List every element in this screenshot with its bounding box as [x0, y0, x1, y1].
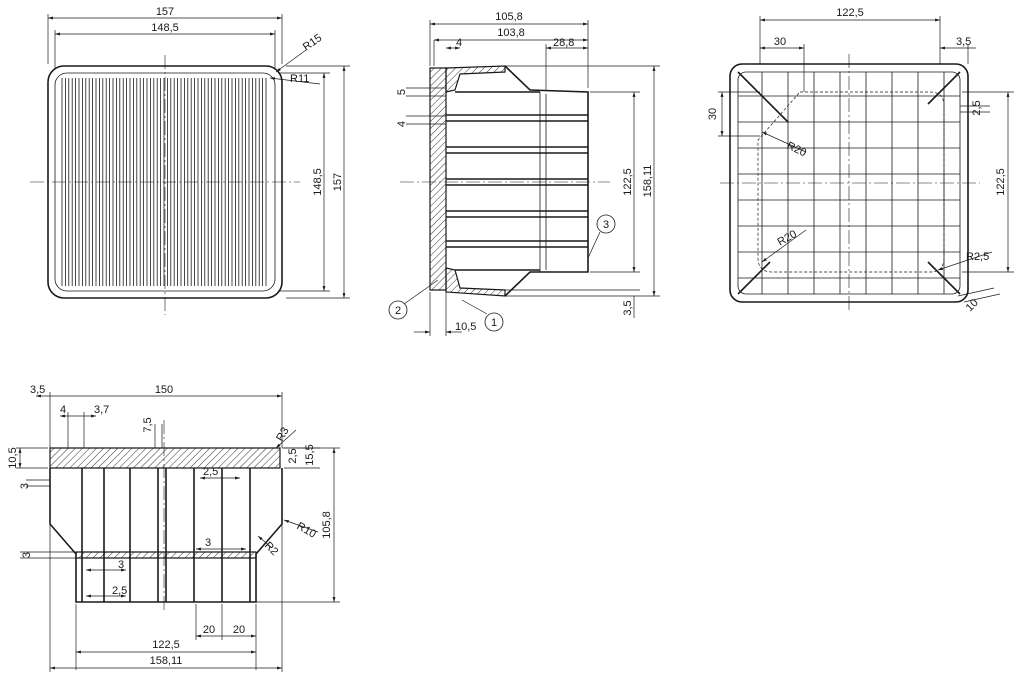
svg-text:1: 1 — [491, 317, 497, 329]
dim-r3: R3 — [274, 425, 291, 443]
dim-3-side-c: 3 — [21, 552, 33, 558]
dim-122-5-side: 122,5 — [152, 639, 180, 651]
dim-122-5-bottom-h: 122,5 — [995, 168, 1007, 196]
dim-2-5-side-b: 2,5 — [203, 466, 218, 478]
dim-10-bottom: 10 — [964, 297, 981, 314]
dim-r11: R11 — [290, 73, 309, 85]
dim-3-5-side: 3,5 — [30, 384, 45, 396]
dim-7-5: 7,5 — [142, 417, 154, 432]
dim-148-5-h: 148,5 — [312, 168, 324, 196]
dim-5-left: 5 — [396, 89, 408, 95]
dim-105-8-side: 105,8 — [321, 511, 333, 539]
section-top-rim — [445, 65, 506, 93]
dim-20-b: 20 — [233, 624, 245, 636]
section-bottom-rim — [445, 267, 506, 297]
dim-158-11: 158,11 — [642, 165, 654, 198]
svg-text:3: 3 — [603, 219, 609, 231]
dim-157-w: 157 — [156, 6, 174, 18]
dim-r10: R10 — [295, 520, 318, 540]
side-view: 150 3,5 4 3,7 7,5 R3 2,5 15,5 10,5 3 2,5… — [7, 384, 340, 672]
dim-r2: R2 — [262, 540, 280, 558]
callout-1 — [484, 312, 504, 332]
dim-10-5-side: 10,5 — [7, 447, 19, 468]
dim-r20-bottom: R20 — [776, 228, 799, 248]
dim-15-5: 15,5 — [304, 444, 316, 465]
dim-158-11-side: 158,11 — [150, 655, 183, 667]
dim-4-left: 4 — [396, 121, 408, 127]
section-body-outline — [504, 65, 589, 297]
dim-2-5-side-a: 2,5 — [287, 448, 299, 463]
dim-103-8: 103,8 — [497, 27, 525, 39]
dim-150: 150 — [155, 384, 173, 396]
dim-30-v: 30 — [707, 108, 719, 120]
bottom-view: 122,5 30 3,5 30 2,5 122,5 R20 R20 R2,5 1… — [707, 7, 1014, 314]
dim-157-h: 157 — [332, 173, 344, 191]
dim-3-5-bottom: 3,5 — [956, 36, 971, 48]
dim-r15: R15 — [301, 32, 324, 53]
section-ribs — [446, 114, 588, 248]
section-view: 105,8 103,8 4 28,8 5 4 122,5 158,11 3,5 … — [388, 11, 660, 336]
dim-3-5-section: 3,5 — [622, 300, 634, 315]
dim-122-5-section: 122,5 — [622, 168, 634, 196]
dim-3-side-b: 3 — [205, 537, 211, 549]
dim-2-5-side-c: 2,5 — [112, 585, 127, 597]
dim-2-5-bottom: 2,5 — [971, 100, 983, 115]
callout-2 — [388, 300, 408, 320]
callout-3 — [596, 214, 616, 234]
dim-122-5-bottom-w: 122,5 — [836, 7, 864, 19]
dim-r2-5: R2,5 — [966, 251, 989, 263]
dim-10-5-section: 10,5 — [455, 321, 476, 333]
top-view: 157 148,5 R15 R11 148,5 157 — [30, 6, 350, 315]
dim-105-8: 105,8 — [495, 11, 523, 23]
side-top-flange — [49, 447, 281, 469]
dim-20-a: 20 — [203, 624, 215, 636]
dim-4-side: 4 — [60, 404, 66, 416]
dim-28-8: 28,8 — [553, 37, 574, 49]
svg-text:2: 2 — [395, 305, 401, 317]
dim-3-side-a: 3 — [19, 483, 31, 489]
section-flange — [429, 67, 447, 291]
dim-148-5-w: 148,5 — [151, 22, 179, 34]
side-view-ribs — [81, 468, 251, 602]
dim-4-top: 4 — [456, 37, 462, 49]
dim-3-side-d: 3 — [118, 559, 124, 571]
dim-3-7: 3,7 — [94, 404, 109, 416]
dim-30-h: 30 — [774, 36, 786, 48]
